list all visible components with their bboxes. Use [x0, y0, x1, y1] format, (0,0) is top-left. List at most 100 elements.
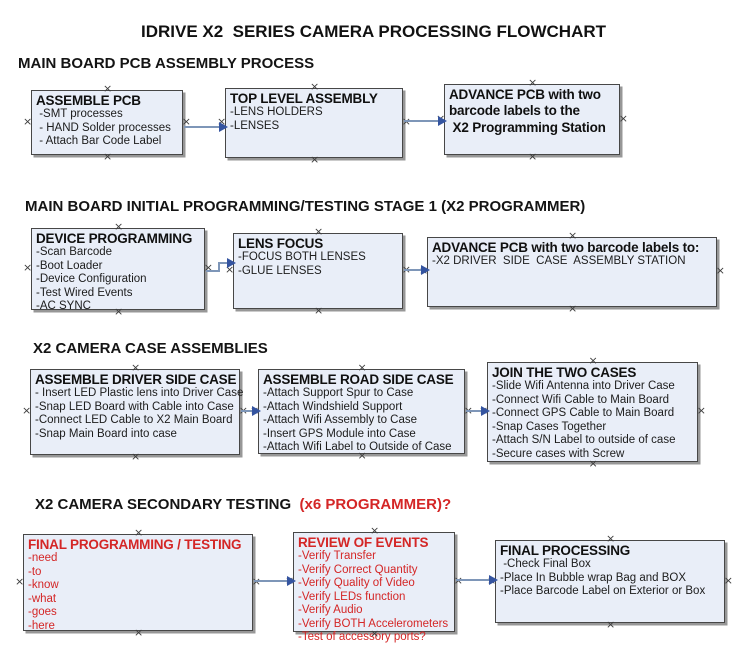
- box-title: ASSEMBLE ROAD SIDE CASE: [263, 372, 454, 387]
- flow-box-top-level-assembly: TOP LEVEL ASSEMBLY -LENS HOLDERS -LENSES…: [217, 81, 411, 165]
- flow-box-advance-pcb-programming-station: ADVANCE PCB with two barcode labels to t…: [436, 77, 628, 162]
- connection-point-icon: ×: [568, 302, 578, 315]
- connector-final-programming-to-review: [254, 576, 296, 586]
- flow-box-final-processing: FINAL PROCESSING -Check Final Box -Place…: [487, 533, 733, 630]
- box-title: TOP LEVEL ASSEMBLY: [230, 91, 378, 106]
- connection-point-icon: ×: [310, 80, 320, 93]
- section-heading-case-assemblies: X2 CAMERA CASE ASSEMBLIES: [33, 340, 268, 357]
- arrow-right-icon: [421, 265, 430, 275]
- box-title: REVIEW OF EVENTS: [298, 535, 429, 550]
- connection-point-icon: ×: [23, 261, 33, 274]
- arrow-right-icon: [287, 576, 296, 586]
- flow-box-assemble-driver-side-case: ASSEMBLE DRIVER SIDE CASE - Insert LED P…: [22, 362, 248, 462]
- connection-point-icon: ×: [606, 618, 616, 631]
- connector-assemble-pcb-to-top-level: [184, 122, 228, 132]
- flow-box-review-of-events: REVIEW OF EVENTS -Verify Transfer -Verif…: [285, 525, 463, 643]
- connection-point-icon: ×: [357, 361, 367, 374]
- box-item: -Attach Wifi Assembly to Case: [263, 414, 418, 426]
- connector-review-to-final-processing: [456, 575, 498, 585]
- connection-point-icon: ×: [134, 526, 144, 539]
- box-item: -know: [28, 579, 59, 591]
- connection-point-icon: ×: [696, 404, 706, 417]
- box-item: -Attach Wifi Label to Outside of Case: [263, 441, 452, 453]
- arrow-right-icon: [438, 116, 447, 126]
- connection-point-icon: ×: [618, 111, 628, 125]
- connection-point-icon: ×: [528, 76, 538, 89]
- page-title: IDRIVE X2 SERIES CAMERA PROCESSING FLOWC…: [140, 22, 607, 41]
- box-item: -LENS HOLDERS: [230, 106, 323, 118]
- connection-point-icon: ×: [181, 114, 191, 128]
- box-item: -Attach Support Spur to Case: [263, 387, 414, 399]
- connection-point-icon: ×: [103, 82, 113, 95]
- box-item: barcode labels to the: [449, 103, 580, 118]
- connection-point-icon: ×: [588, 354, 598, 367]
- section-heading-initial-programming: MAIN BOARD INITIAL PROGRAMMING/TESTING S…: [25, 198, 585, 215]
- section-heading-text: MAIN BOARD PCB ASSEMBLY PROCESS: [18, 55, 315, 72]
- connector-segment: [218, 262, 234, 264]
- box-title: ADVANCE PCB with two: [449, 87, 601, 102]
- connection-point-icon: ×: [314, 225, 324, 238]
- box-item: -Secure cases with Screw: [492, 447, 625, 460]
- connector-device-programming-to-lens-focus: [206, 258, 236, 272]
- connection-point-icon: ×: [131, 450, 141, 463]
- connection-point-icon: ×: [22, 404, 32, 417]
- box-item: -Check Final Box: [500, 558, 591, 570]
- connector-driver-case-to-road-case: [241, 406, 261, 416]
- box-title: JOIN THE TWO CASES: [492, 365, 637, 380]
- connection-point-icon: ×: [715, 264, 725, 277]
- box-item: -Verify LEDs function: [298, 590, 406, 603]
- box-item: -Verify BOTH Accelerometers: [298, 617, 449, 630]
- box-item: -Snap Cases Together: [492, 420, 607, 433]
- flow-box-final-programming-testing: FINAL PROGRAMMING / TESTING -need -to -k…: [15, 527, 261, 638]
- box-item: -to: [28, 565, 42, 578]
- flow-box-lens-focus: LENS FOCUS -FOCUS BOTH LENSES -GLUE LENS…: [225, 226, 411, 316]
- connection-point-icon: ×: [15, 574, 25, 588]
- box-item: -here: [28, 619, 55, 632]
- box-item: -Snap LED Board with Cable into Case: [35, 400, 234, 413]
- box-item: -Snap Main Board into case: [35, 427, 177, 440]
- flow-box-assemble-pcb: ASSEMBLE PCB -SMT processes - HAND Solde…: [23, 83, 191, 162]
- box-item: -Attach Windshield Support: [263, 400, 403, 413]
- box-title: DEVICE PROGRAMMING: [36, 231, 193, 246]
- box-title: FINAL PROGRAMMING / TESTING: [28, 537, 242, 552]
- box-item: -goes: [28, 606, 57, 618]
- box-item: -Verify Correct Quantity: [298, 563, 418, 576]
- box-item: -need: [28, 552, 58, 564]
- connection-point-icon: ×: [314, 304, 324, 317]
- box-title: ASSEMBLE DRIVER SIDE CASE: [35, 372, 237, 387]
- connection-point-icon: ×: [310, 153, 320, 166]
- section-heading-text: X2 CAMERA SECONDARY TESTING: [35, 496, 296, 513]
- arrow-right-icon: [489, 575, 498, 585]
- box-item: -Place Barcode Label on Exterior or Box: [500, 585, 706, 597]
- box-item: -FOCUS BOTH LENSES: [238, 251, 366, 263]
- connection-point-icon: ×: [23, 114, 33, 128]
- box-item: -Verify Quality of Video: [298, 577, 415, 589]
- box-item: -Place In Bubble wrap Bag and BOX: [500, 571, 687, 584]
- box-item: -Attach S/N Label to outside of case: [492, 434, 676, 446]
- section-heading-text: MAIN BOARD INITIAL PROGRAMMING/TESTING S…: [25, 198, 586, 215]
- box-item: - Insert LED Plastic lens into Driver Ca…: [35, 387, 244, 399]
- box-item: -X2 DRIVER SIDE CASE ASSEMBLY STATION: [432, 255, 686, 267]
- arrow-right-icon: [227, 258, 236, 268]
- box-item: -Scan Barcode: [36, 246, 113, 258]
- box-item: -Device Configuration: [36, 273, 147, 285]
- box-item: -LENSES: [230, 119, 280, 132]
- arrow-right-icon: [481, 406, 490, 416]
- arrow-right-icon: [219, 122, 228, 132]
- arrow-right-icon: [252, 406, 261, 416]
- connector-top-level-to-advance-pcb: [404, 116, 447, 126]
- box-item: -Connect LED Cable to X2 Main Board: [35, 414, 233, 426]
- box-item: -Boot Loader: [36, 259, 103, 272]
- box-item: -Slide Wifi Antenna into Driver Case: [492, 380, 675, 392]
- box-item: -Insert GPS Module into Case: [263, 427, 416, 440]
- box-title: ASSEMBLE PCB: [36, 93, 141, 108]
- connector-lens-focus-to-advance-pcb: [404, 265, 430, 275]
- section-heading-pcb-assembly: MAIN BOARD PCB ASSEMBLY PROCESS: [18, 55, 314, 72]
- connection-point-icon: ×: [131, 361, 141, 374]
- box-item: -Verify Transfer: [298, 550, 376, 562]
- connection-point-icon: ×: [114, 220, 124, 233]
- box-item: -SMT processes: [36, 108, 123, 120]
- connection-point-icon: ×: [606, 532, 616, 545]
- connection-point-icon: ×: [528, 150, 538, 163]
